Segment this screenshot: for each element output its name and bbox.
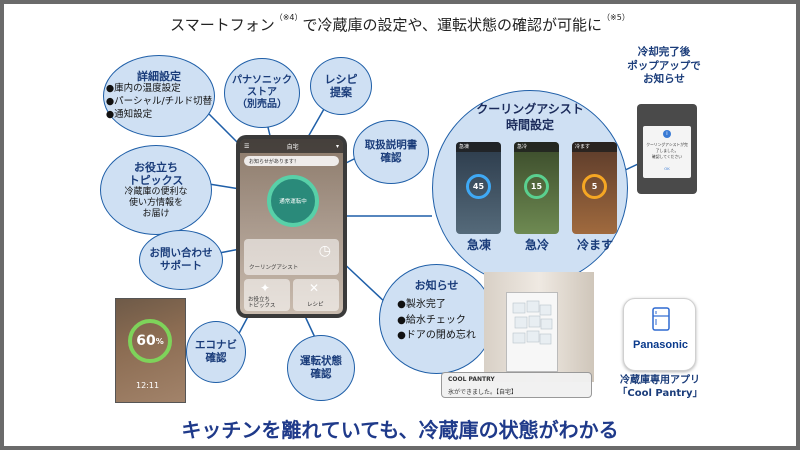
app-caption-2: 「Cool Pantry」 [617, 388, 703, 399]
store-title: パナソニック ストア [232, 75, 292, 98]
support-title: お問い合わせ サポート [149, 247, 213, 272]
mode-screen-header: 急冷 [514, 142, 559, 152]
fridge-logo-icon [652, 307, 670, 331]
mode-screen-quick-freeze[interactable]: 急凍 45 [456, 142, 501, 234]
mode-ring: 5 [582, 174, 607, 199]
bubble-detail-settings: 詳細設定 ●庫内の温度設定 ●パーシャル/チルド切替 ●通知設定 [103, 55, 215, 137]
mode-label-quick-chill: 急冷 [524, 238, 549, 252]
clock-icon: ◷ [318, 243, 331, 259]
mode-screen-header: 急凍 [456, 142, 501, 152]
bubble-notice: お知らせ ●製氷完了 ●給水チェック ●ドアの閉め忘れ [379, 264, 494, 374]
notice-title: お知らせ [414, 279, 459, 292]
manual-title: 取扱説明書 確認 [364, 139, 418, 164]
bubble-manual: 取扱説明書 確認 [353, 120, 429, 184]
fridge-ice-drawer-photo [484, 272, 594, 382]
recipe-title: レシピ 提案 [324, 72, 358, 99]
econavi-phone-photo: 60% 12:11 [115, 298, 186, 403]
signal-icon: ▾ [335, 142, 339, 150]
bubble-panasonic-store: パナソニック ストア （別売品） [224, 58, 300, 128]
mode-label-cool-down: 冷ます [576, 238, 613, 252]
app-phone: ☰ 自宅 ▾ お知らせがあります！ 通常運転中 ◷ クーリングアシスト ✦ お役… [236, 135, 347, 318]
app-screen: ☰ 自宅 ▾ お知らせがあります！ 通常運転中 ◷ クーリングアシスト ✦ お役… [240, 139, 343, 314]
mode-screen-header: 冷ます [572, 142, 617, 152]
notice-banner[interactable]: お知らせがあります！ [244, 156, 339, 166]
app-caption: 冷蔵庫専用アプリ 「Cool Pantry」 [604, 374, 716, 400]
popup-caption: 冷却完了後 ポップアップで お知らせ [627, 46, 701, 86]
topics-sub: 冷蔵庫の便利な 使い方情報を お届け [124, 186, 188, 219]
bubble-operation-status: 運転状態 確認 [287, 335, 355, 401]
bulb-icon: ✦ [260, 281, 271, 295]
info-icon: i [663, 130, 671, 138]
notice-item-ice: ●製氷完了 [397, 299, 446, 311]
status-dial[interactable]: 通常運転中 [267, 175, 319, 227]
econavi-ring: 60% [128, 319, 172, 363]
bottom-tagline: キッチンを離れていても、冷蔵庫の状態がわかる [181, 418, 619, 442]
detail-item-partial-chilled: ●パーシャル/チルド切替 [105, 96, 213, 108]
popup-dialog-sub: 確認してください [651, 154, 683, 159]
cool-pantry-app-icon[interactable]: Panasonic [623, 298, 696, 371]
headline-text-1: スマートフォン [170, 16, 275, 34]
menu-icon[interactable]: ☰ [244, 142, 250, 150]
popup-dialog: i クーリングアシストが完了しました。 確認してください OK [643, 126, 691, 178]
popup-ok-button[interactable]: OK [664, 166, 670, 171]
headline-text-2: で冷蔵庫の設定や、運転状態の確認が可能に [302, 16, 603, 34]
recipe-card-label: レシピ [307, 302, 324, 308]
mode-ring: 15 [524, 174, 549, 199]
status-title: 運転状態 確認 [300, 355, 342, 380]
detail-item-notification: ●通知設定 [105, 109, 153, 120]
bubble-econavi: エコナビ 確認 [186, 321, 246, 383]
app-header-title: 自宅 [286, 143, 299, 151]
photo-time: 12:11 [136, 381, 160, 390]
headline-note-1: （※4） [274, 13, 303, 22]
store-sub: （別売品） [237, 99, 287, 110]
panasonic-logo: Panasonic [632, 339, 689, 351]
app-header: ☰ 自宅 ▾ [240, 139, 343, 153]
ice-drawer [506, 292, 558, 372]
headline: スマートフォン（※4）で冷蔵庫の設定や、運転状態の確認が可能に（※5） [4, 13, 796, 35]
push-notification[interactable]: COOL PANTRY 氷ができました。【自宅】 [441, 372, 592, 398]
econavi-value: 60 [136, 333, 156, 349]
topics-title: お役立ち トピックス [128, 160, 184, 187]
cooling-assist-title: クーリングアシスト 時間設定 [476, 102, 584, 132]
mode-screen-quick-chill[interactable]: 急冷 15 [514, 142, 559, 234]
headline-note-2: （※5） [602, 13, 630, 22]
notification-text: 氷ができました。【自宅】 [448, 389, 518, 396]
mode-screen-cool-down[interactable]: 冷ます 5 [572, 142, 617, 234]
bubble-useful-topics: お役立ち トピックス 冷蔵庫の便利な 使い方情報を お届け [100, 145, 212, 235]
slide: スマートフォン（※4）で冷蔵庫の設定や、運転状態の確認が可能に（※5） 詳細設定… [4, 4, 796, 446]
detail-settings-title: 詳細設定 [137, 70, 181, 84]
bubble-support: お問い合わせ サポート [139, 230, 223, 290]
cooling-assist-card[interactable]: ◷ クーリングアシスト [244, 239, 339, 275]
popup-phone: i クーリングアシストが完了しました。 確認してください OK [637, 104, 697, 194]
detail-item-temperature: ●庫内の温度設定 [105, 83, 181, 95]
fork-knife-icon: ✕ [309, 281, 320, 295]
mode-label-quick-freeze: 急凍 [466, 238, 491, 252]
bubble-recipe: レシピ 提案 [310, 57, 372, 115]
topics-card[interactable]: ✦ お役立ち トピックス [244, 279, 290, 311]
app-caption-1: 冷蔵庫専用アプリ [620, 375, 700, 386]
ice-cubes-icon [512, 300, 553, 345]
topics-card-label: お役立ち トピックス [248, 296, 276, 309]
notice-item-door: ●ドアの閉め忘れ [397, 330, 476, 342]
cooling-assist-card-label: クーリングアシスト [249, 265, 299, 271]
popup-dialog-text: クーリングアシストが完了しました。 [646, 142, 688, 153]
recipe-card[interactable]: ✕ レシピ [293, 279, 339, 311]
notification-app-name: COOL PANTRY [448, 376, 495, 383]
econavi-unit: % [155, 336, 164, 346]
mode-ring: 45 [466, 174, 491, 199]
notice-item-water: ●給水チェック [397, 314, 466, 326]
econavi-title: エコナビ 確認 [195, 339, 237, 364]
